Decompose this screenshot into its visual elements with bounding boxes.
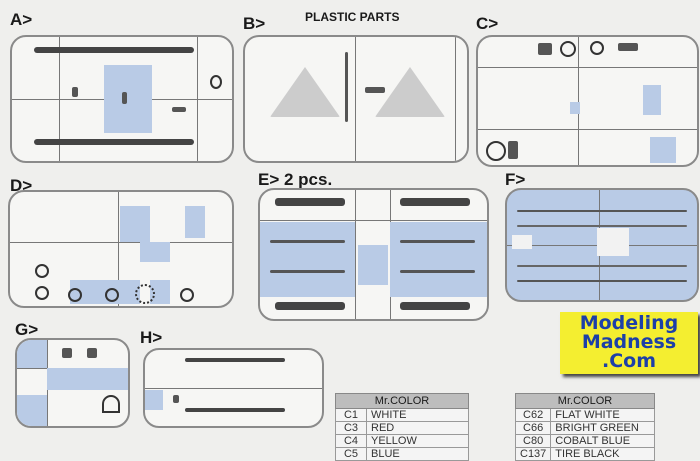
watermark-line-2: Madness (581, 331, 677, 353)
sprue-b (243, 35, 469, 163)
sprue-f (505, 188, 699, 302)
sprue-e-label: E> 2 pcs. (258, 170, 333, 189)
color-table-header: Mr.COLOR (515, 393, 655, 409)
watermark-logo: Modeling Madness .Com (560, 312, 698, 374)
color-name: BLUE (366, 447, 469, 461)
color-code: C1 (335, 408, 367, 422)
color-name: FLAT WHITE (550, 408, 655, 422)
sprue-g-label: G> (15, 320, 39, 339)
color-code: C80 (514, 434, 552, 448)
color-name: TIRE BLACK (550, 447, 655, 461)
sprue-f-label: F> (505, 170, 526, 189)
color-code: C3 (335, 421, 367, 435)
color-name: YELLOW (366, 434, 469, 448)
sprue-a-label: A> (10, 10, 33, 29)
color-name: RED (366, 421, 469, 435)
sprue-a (10, 35, 234, 163)
sprue-c-label: C> (476, 14, 499, 33)
sprue-d (8, 190, 234, 308)
sprue-g (15, 338, 130, 428)
sprue-e (258, 188, 489, 321)
page-title: PLASTIC PARTS (305, 10, 400, 24)
color-name: COBALT BLUE (550, 434, 655, 448)
color-name: BRIGHT GREEN (550, 421, 655, 435)
color-code: C4 (335, 434, 367, 448)
watermark-line-1: Modeling (579, 312, 679, 334)
color-code: C66 (514, 421, 552, 435)
color-name: WHITE (366, 408, 469, 422)
sprue-h-label: H> (140, 328, 163, 347)
sprue-h (143, 348, 324, 428)
color-table-header: Mr.COLOR (335, 393, 469, 409)
color-code: C5 (335, 447, 367, 461)
sprue-b-label: B> (243, 14, 266, 33)
color-code: C137 (514, 447, 552, 461)
color-code: C62 (514, 408, 552, 422)
sprue-c (476, 35, 699, 167)
watermark-line-3: .Com (601, 350, 656, 372)
